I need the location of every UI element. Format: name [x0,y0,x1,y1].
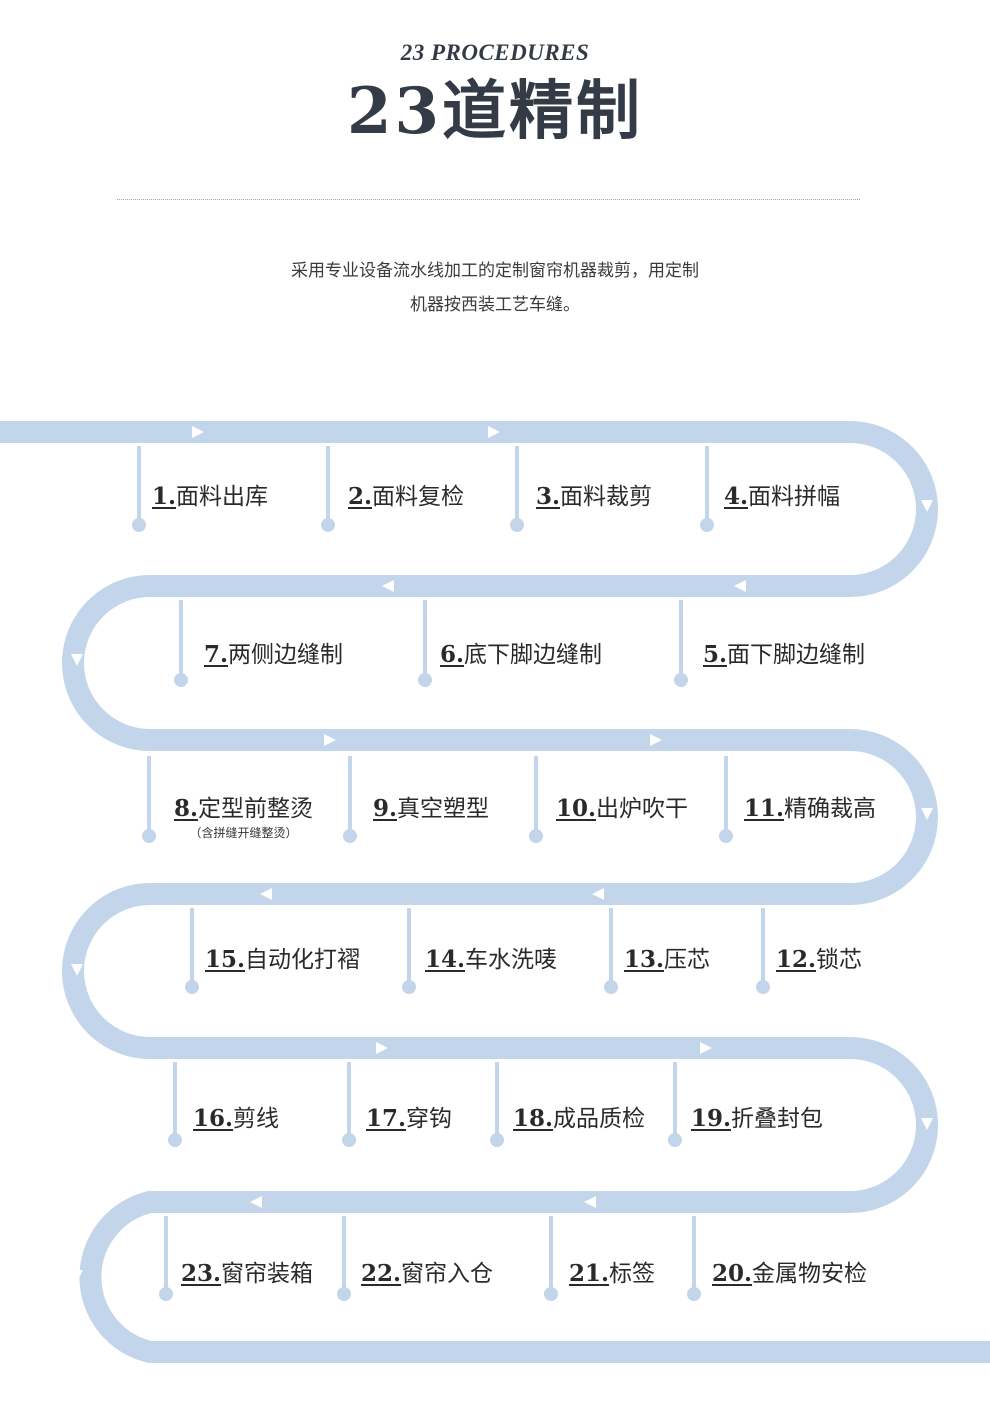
flow-arrow-icon [592,888,604,900]
step-8-note: （含拼缝开缝整烫） [189,826,298,840]
step-16: 16.剪线 [193,1105,280,1133]
step-dot [668,1133,682,1147]
step-10: 10.出炉吹干 [556,795,689,823]
step-stems [132,446,770,1301]
step-dot [343,829,357,843]
step-15: 15.自动化打褶 [205,946,361,974]
step-9: 9.真空塑型 [373,795,490,823]
step-5: 5.面下脚边缝制 [703,641,866,669]
flow-arrow-icon [921,1118,933,1130]
flow-arrow-icon [71,1270,83,1282]
flow-arrow-icon [650,734,662,746]
step-dot [132,518,146,532]
step-dot [510,518,524,532]
step-dot [700,518,714,532]
flow-arrow-icon [376,1042,388,1054]
flow-arrow-icon [71,654,83,666]
step-dot [418,673,432,687]
step-14: 14.车水洗唛 [425,946,558,974]
step-22: 22.窗帘入仓 [361,1260,494,1288]
flow-arrow-icon [382,580,394,592]
subtitle: 23 PROCEDURES [400,40,590,65]
step-dot [604,980,618,994]
flow-arrow-icon [192,426,204,438]
step-dot [402,980,416,994]
step-21: 21.标签 [569,1260,656,1288]
step-18: 18.成品质检 [513,1105,646,1133]
step-dot [544,1287,558,1301]
page-title: 23道精制 [346,74,644,149]
step-19: 19.折叠封包 [691,1105,824,1133]
step-20: 20.金属物安检 [712,1260,868,1288]
step-6: 6.底下脚边缝制 [440,641,603,669]
step-dot [674,673,688,687]
intro-text-line-1: 采用专业设备流水线加工的定制窗帘机器裁剪，用定制 [291,261,699,281]
step-3: 3.面料裁剪 [536,483,653,511]
flow-arrow-icon [488,426,500,438]
flow-arrow-icon [260,888,272,900]
step-8: 8.定型前整烫（含拼缝开缝整烫） [174,795,314,841]
step-dot [159,1287,173,1301]
flow-arrow-icon [324,734,336,746]
step-23: 23.窗帘装箱 [181,1260,314,1288]
step-dot [174,673,188,687]
step-dot [687,1287,701,1301]
step-17: 17.穿钩 [366,1105,453,1133]
intro-text-line-2: 机器按西装工艺车缝。 [410,295,580,315]
step-dot [490,1133,504,1147]
step-dot [142,829,156,843]
step-dot [337,1287,351,1301]
flow-arrow-icon [584,1196,596,1208]
step-7: 7.两侧边缝制 [204,641,344,669]
step-dot [185,980,199,994]
flow-arrow-icon [71,964,83,976]
step-12: 12.锁芯 [776,946,863,974]
step-11: 11.精确裁高 [744,795,877,823]
step-dot [719,829,733,843]
divider [117,199,860,200]
flow-arrow-icon [921,500,933,512]
flow-arrow-icon [921,808,933,820]
step-dot [529,829,543,843]
snake-track [0,421,990,1363]
flow-arrow-icon [700,1042,712,1054]
step-2: 2.面料复检 [348,483,465,511]
step-dot [342,1133,356,1147]
step-1: 1.面料出库 [152,483,269,511]
flow-arrow-icon [734,580,746,592]
flow-arrow-icon [250,1196,262,1208]
step-dot [321,518,335,532]
step-dot [756,980,770,994]
step-dot [168,1133,182,1147]
flow-arrows [71,426,933,1282]
step-13: 13.压芯 [624,946,711,974]
step-4: 4.面料拼幅 [724,483,841,511]
